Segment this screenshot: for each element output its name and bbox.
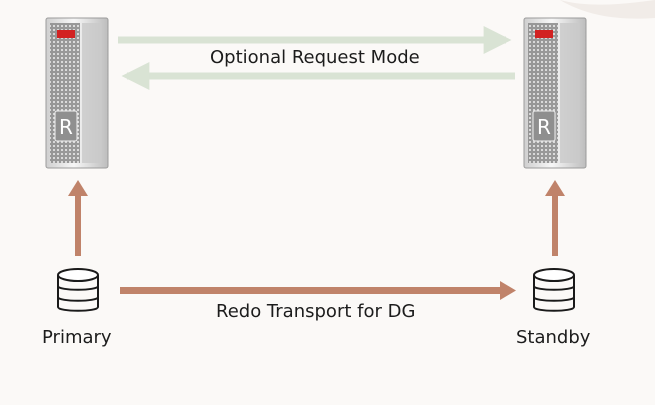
standby-server-icon: R <box>523 17 587 169</box>
standby-database-icon <box>533 268 575 312</box>
primary-server-badge: R <box>59 115 73 139</box>
redo-transport-arrow <box>120 281 516 300</box>
primary-server-icon: R <box>45 17 109 169</box>
primary-label: Primary <box>42 327 112 348</box>
redo-transport-label: Redo Transport for DG <box>216 301 416 322</box>
standby-server-badge: R <box>537 115 551 139</box>
primary-database-icon <box>57 268 99 312</box>
optional-request-mode-label: Optional Request Mode <box>210 47 420 68</box>
primary-up-arrow <box>68 180 88 256</box>
background-texture <box>560 0 655 19</box>
standby-up-arrow <box>545 180 565 256</box>
standby-label: Standby <box>516 327 591 348</box>
